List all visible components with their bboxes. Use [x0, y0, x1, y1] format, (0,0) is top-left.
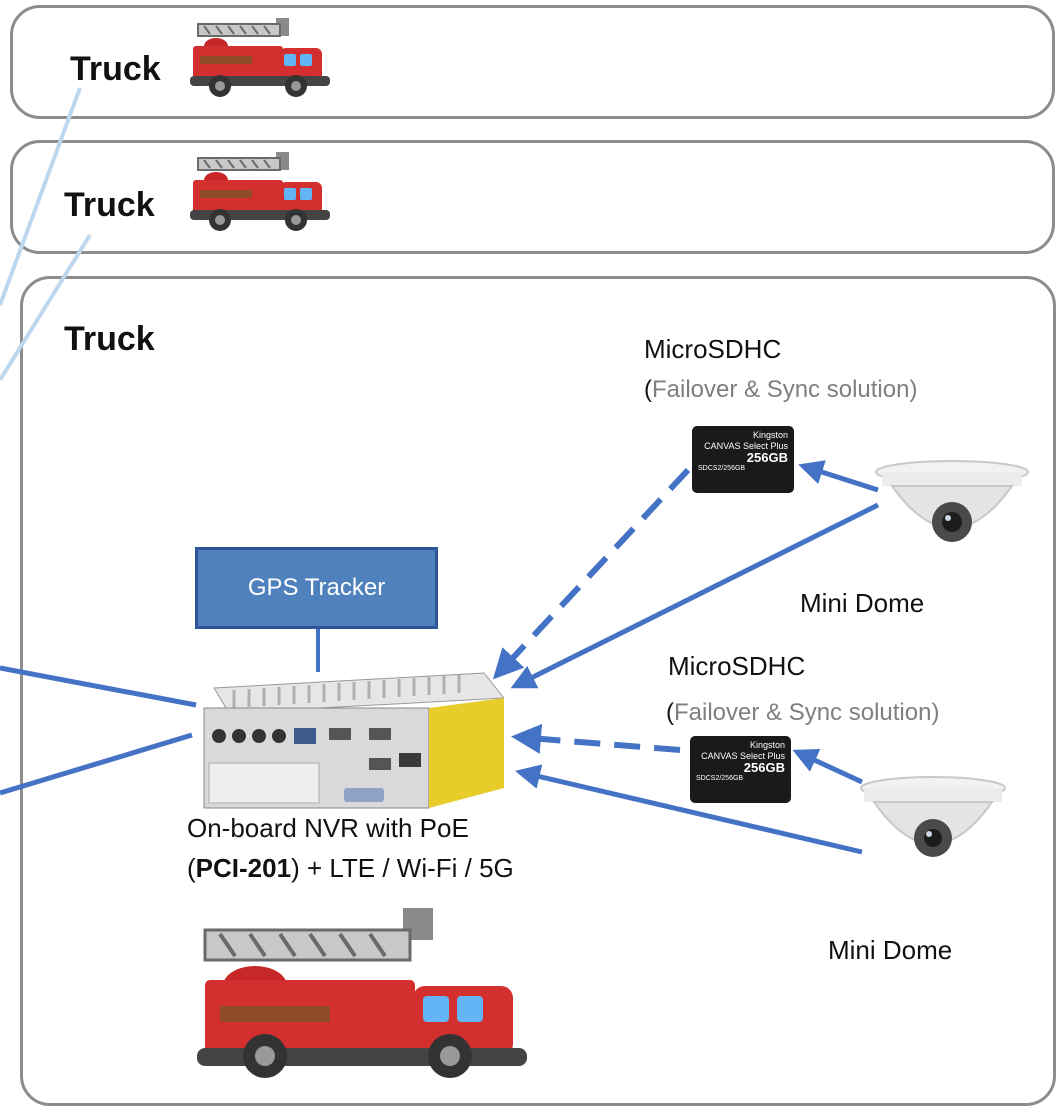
gps-tracker-box: GPS Tracker: [195, 547, 438, 629]
card-unit: GB: [768, 450, 789, 465]
truck-label-top: Truck: [70, 50, 161, 88]
wireless-link-top: [0, 87, 82, 306]
fire-truck-icon: [197, 908, 527, 1078]
card-line1: CANVAS Select Plus: [701, 751, 785, 761]
storage-open-2: (: [666, 699, 674, 726]
gps-tracker-label: GPS Tracker: [247, 574, 386, 601]
storage-note-1: Failover & Sync solution): [652, 376, 918, 403]
dome-camera-icon: [860, 776, 1006, 857]
nvr-link-upper: [0, 665, 197, 708]
camera-label-1: Mini Dome: [800, 588, 925, 618]
cam2-to-nvr: [515, 764, 863, 855]
sd2-to-nvr: [511, 723, 681, 754]
wireless-link-middle: [0, 233, 92, 382]
truck-panel-middle: [10, 140, 1055, 254]
cam1-to-nvr: [510, 502, 880, 689]
fire-truck-icon: [190, 18, 330, 97]
nvr-link-lower: [0, 732, 193, 796]
nvr-caption-open: (: [187, 853, 196, 883]
camera-label-2: Mini Dome: [828, 935, 953, 965]
cam1-to-sd: [798, 460, 879, 493]
card-brand: Kingston: [752, 430, 788, 440]
card-code: SDCS2/256GB: [698, 465, 746, 472]
microsd-card-icon: Kingston CANVAS Select Plus 256GB SDCS2/…: [690, 736, 791, 803]
dome-camera-icon: [875, 460, 1029, 542]
card-code: SDCS2/256GB: [696, 775, 744, 782]
card-brand: Kingston: [749, 740, 785, 750]
storage-title-1: MicroSDHC: [644, 334, 782, 364]
nvr-caption-rest: ) + LTE / Wi-Fi / 5G: [291, 853, 514, 883]
truck-panel-main: [20, 276, 1056, 1106]
cam2-to-sd: [792, 749, 864, 785]
nvr-model: PCI-201: [195, 853, 292, 883]
storage-note-2: Failover & Sync solution): [674, 699, 940, 726]
truck-label-main: Truck: [64, 320, 155, 358]
storage-subtitle-1: (Failover & Sync solution): [644, 376, 917, 404]
truck-panel-top: [10, 5, 1055, 119]
truck-label-middle: Truck: [64, 186, 155, 224]
card-unit: GB: [765, 760, 786, 775]
nvr-caption-line1: On-board NVR with PoE: [187, 813, 469, 843]
fire-truck-icon: [190, 152, 330, 231]
nvr-caption-line2: (PCI-201) + LTE / Wi-Fi / 5G: [187, 853, 514, 884]
card-capacity: 256: [746, 450, 769, 465]
sd1-to-nvr: [492, 467, 691, 680]
storage-open-1: (: [644, 376, 652, 403]
card-capacity: 256: [743, 760, 766, 775]
microsd-card-icon: Kingston CANVAS Select Plus 256GB SDCS2/…: [692, 426, 794, 493]
nvr-box-icon: [203, 672, 504, 809]
storage-subtitle-2: (Failover & Sync solution): [666, 699, 939, 727]
storage-title-2: MicroSDHC: [668, 651, 806, 681]
card-line1: CANVAS Select Plus: [704, 441, 788, 451]
